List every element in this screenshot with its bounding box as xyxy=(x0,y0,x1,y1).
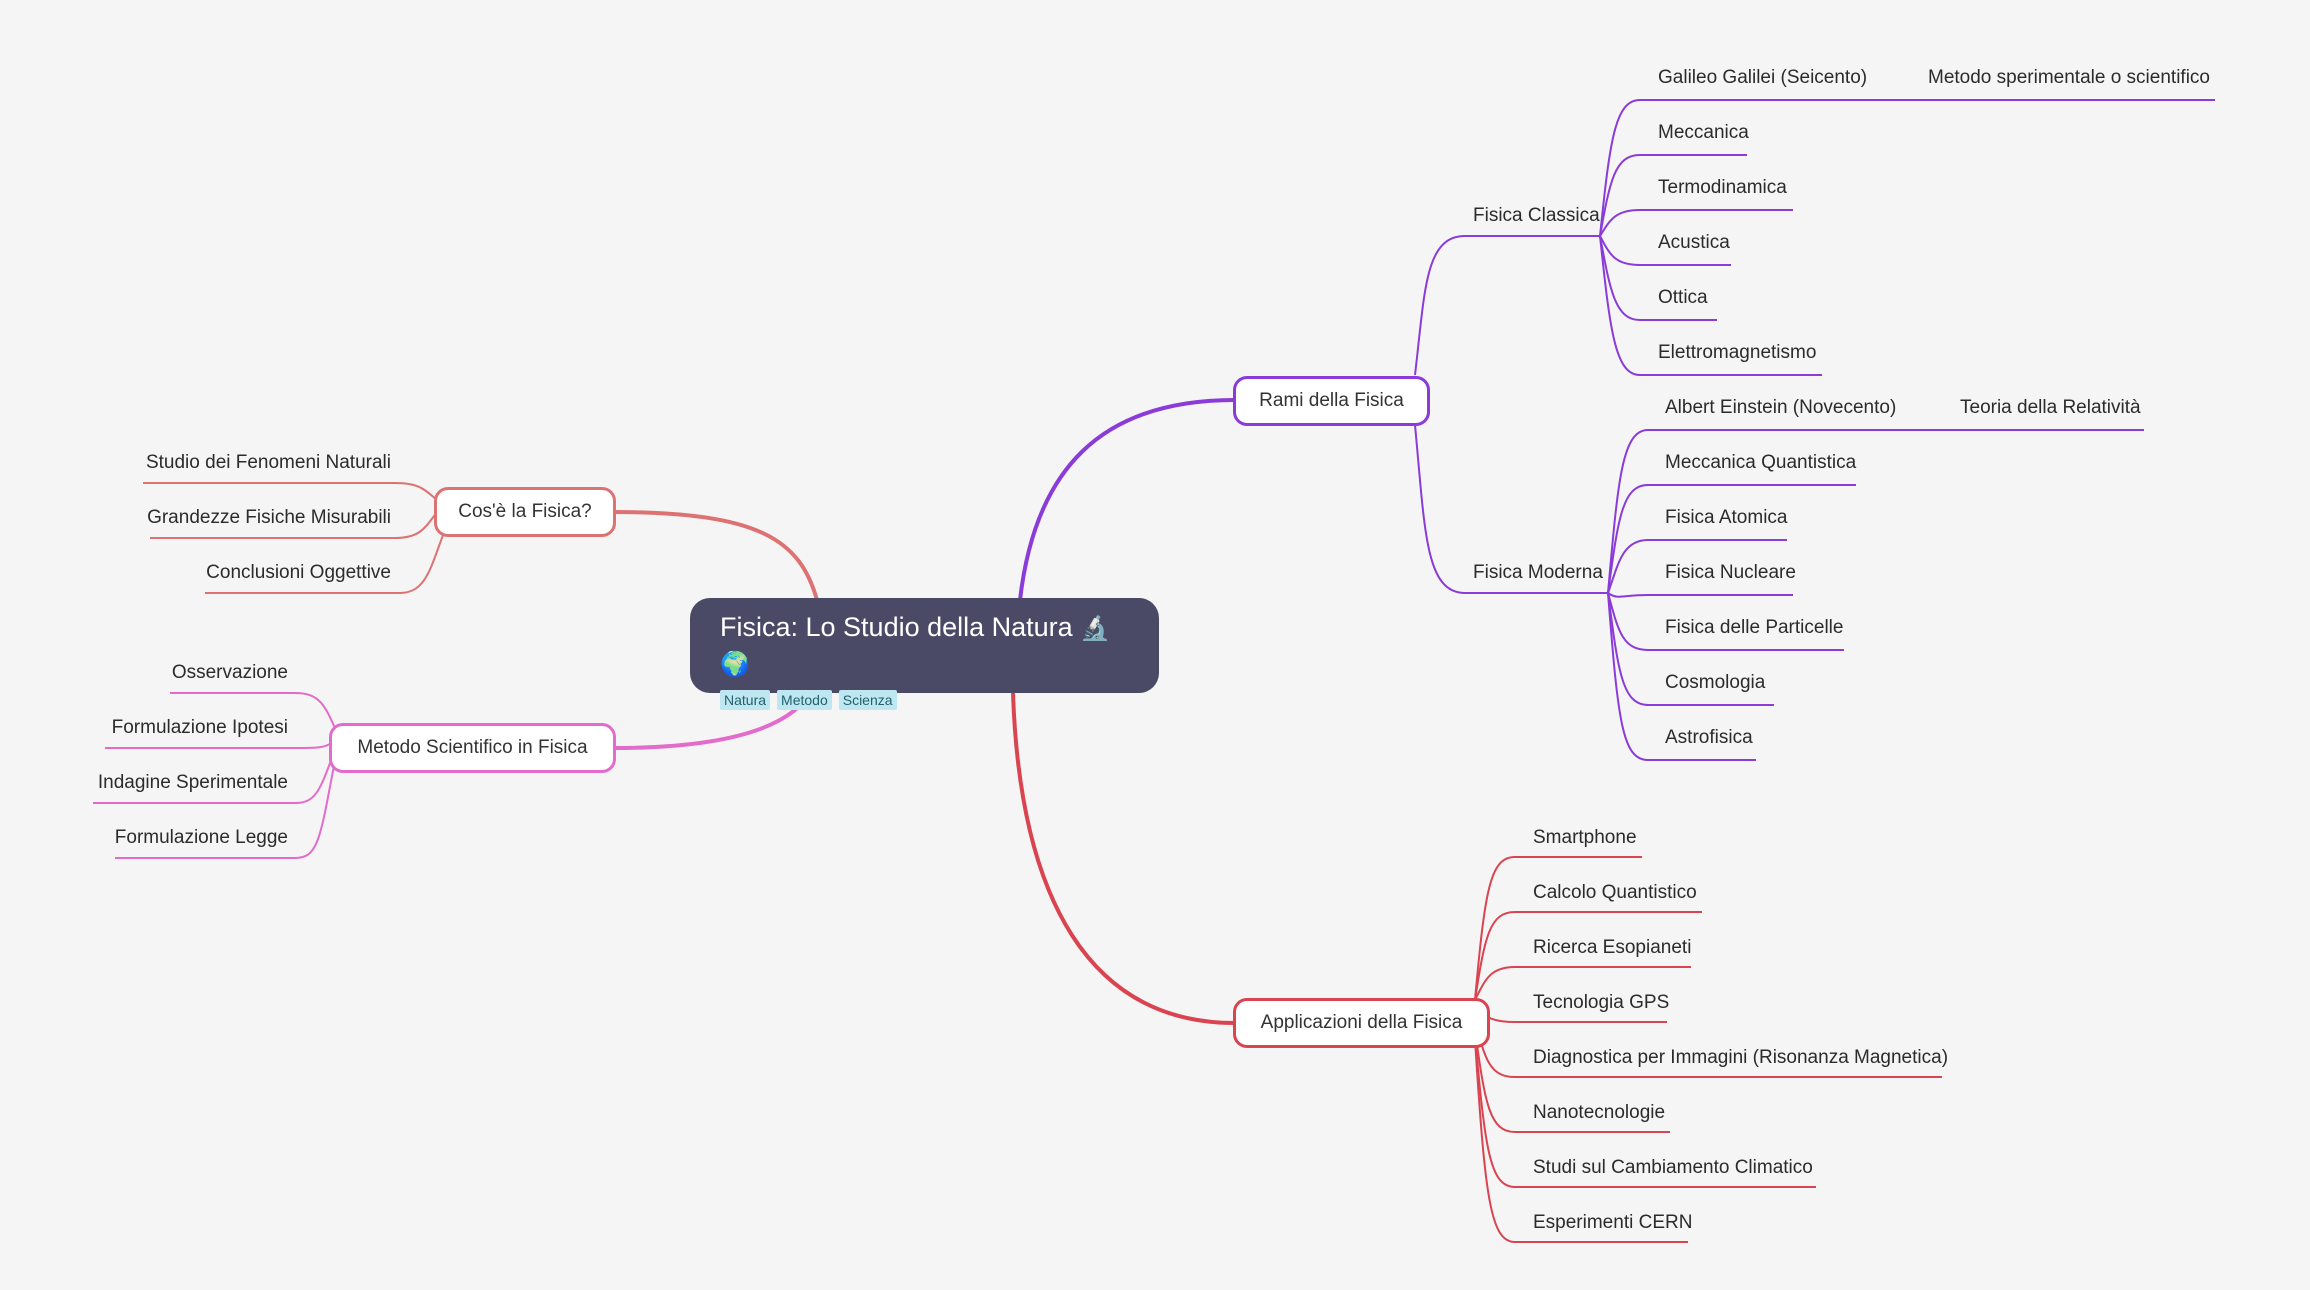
connector-moderna-6 xyxy=(1607,592,1756,761)
branch-metodo-scientifico[interactable]: Metodo Scientifico in Fisica xyxy=(329,723,616,773)
node-meccanica[interactable]: Meccanica xyxy=(1658,122,1749,143)
connector-metodo-1 xyxy=(105,741,334,749)
connector-cose-1 xyxy=(150,511,438,539)
node-ricerca-esopianeti[interactable]: Ricerca Esopianeti xyxy=(1533,937,1692,958)
connector-app-0 xyxy=(1474,856,1642,1001)
node-albert-einstein[interactable]: Albert Einstein (Novecento) xyxy=(1665,397,1897,418)
tag-scienza[interactable]: Scienza xyxy=(838,690,897,710)
node-studio-fenomeni[interactable]: Studio dei Fenomeni Naturali xyxy=(145,452,391,473)
connector-cose-2 xyxy=(205,534,444,594)
node-astrofisica[interactable]: Astrofisica xyxy=(1665,727,1753,748)
branch-applicazioni-della-fisica[interactable]: Applicazioni della Fisica xyxy=(1233,998,1490,1048)
node-acustica[interactable]: Acustica xyxy=(1658,232,1730,253)
central-topic-title: Fisica: Lo Studio della Natura 🔬🌍 xyxy=(720,612,1111,678)
connector-app-7 xyxy=(1474,1039,1688,1243)
connector-moderna-4 xyxy=(1607,592,1844,651)
node-teoria-relativita[interactable]: Teoria della Relatività xyxy=(1960,397,2141,418)
tag-metodo[interactable]: Metodo xyxy=(777,690,832,710)
node-cosmologia[interactable]: Cosmologia xyxy=(1665,672,1766,693)
connector-moderna-3 xyxy=(1607,592,1793,598)
node-fisica-atomica[interactable]: Fisica Atomica xyxy=(1665,507,1788,528)
connector-classica-2 xyxy=(1599,209,1793,237)
connector-app-6 xyxy=(1474,1034,1816,1188)
connector-rami-classica xyxy=(1414,235,1600,376)
connector-moderna-0 xyxy=(1607,429,1897,594)
connector-root-rami xyxy=(1018,398,1236,601)
node-fisica-classica[interactable]: Fisica Classica xyxy=(1473,205,1600,226)
connector-moderna-1 xyxy=(1607,484,1856,594)
node-formulazione-ipotesi[interactable]: Formulazione Ipotesi xyxy=(111,717,288,738)
connector-classica-5 xyxy=(1599,235,1822,376)
node-meccanica-quantistica[interactable]: Meccanica Quantistica xyxy=(1665,452,1857,473)
topic-tags: Natura Metodo Scienza xyxy=(720,690,1129,710)
node-fisica-nucleare[interactable]: Fisica Nucleare xyxy=(1665,562,1796,583)
connector-classica-0 xyxy=(1599,99,1862,237)
node-ottica[interactable]: Ottica xyxy=(1658,287,1708,308)
node-cambiamento-climatico[interactable]: Studi sul Cambiamento Climatico xyxy=(1533,1157,1813,1178)
node-smartphone[interactable]: Smartphone xyxy=(1533,827,1637,848)
node-fisica-particelle[interactable]: Fisica delle Particelle xyxy=(1665,617,1844,638)
node-tecnologia-gps[interactable]: Tecnologia GPS xyxy=(1533,992,1670,1013)
branch-cose-la-fisica[interactable]: Cos'è la Fisica? xyxy=(434,487,616,537)
connector-classica-3 xyxy=(1599,235,1731,266)
node-osservazione[interactable]: Osservazione xyxy=(171,662,288,683)
connector-root-applicazioni xyxy=(1011,692,1236,1025)
tag-natura[interactable]: Natura xyxy=(720,690,771,710)
microscope-globe-emoji: 🔬🌍 xyxy=(720,615,1111,678)
connector-moderna-2 xyxy=(1607,539,1787,594)
connector-cose-0 xyxy=(143,482,438,501)
node-elettromagnetismo[interactable]: Elettromagnetismo xyxy=(1658,342,1817,363)
node-calcolo-quantistico[interactable]: Calcolo Quantistico xyxy=(1533,882,1697,903)
node-fisica-moderna[interactable]: Fisica Moderna xyxy=(1473,562,1603,583)
node-formulazione-legge[interactable]: Formulazione Legge xyxy=(114,827,288,848)
node-conclusioni-oggettive[interactable]: Conclusioni Oggettive xyxy=(206,562,391,583)
node-nanotecnologie[interactable]: Nanotecnologie xyxy=(1533,1102,1666,1123)
connector-moderna-5 xyxy=(1607,592,1774,706)
connector-root-cose xyxy=(612,510,819,601)
connector-metodo-2 xyxy=(93,754,334,804)
branch-rami-della-fisica[interactable]: Rami della Fisica xyxy=(1233,376,1430,426)
connector-classica-4 xyxy=(1599,235,1717,321)
connector-classica-1 xyxy=(1599,154,1747,237)
node-grandezze-fisiche[interactable]: Grandezze Fisiche Misurabili xyxy=(147,507,391,528)
connector-app-5 xyxy=(1474,1029,1670,1133)
connector-app-1 xyxy=(1474,911,1702,1001)
node-diagnostica-immagini[interactable]: Diagnostica per Immagini (Risonanza Magn… xyxy=(1533,1047,1949,1068)
node-metodo-sperimentale[interactable]: Metodo sperimentale o scientifico xyxy=(1928,67,2210,88)
node-indagine-sperimentale[interactable]: Indagine Sperimentale xyxy=(97,772,288,793)
connector-rami-moderna xyxy=(1414,424,1608,594)
connector-metodo-3 xyxy=(115,759,336,859)
node-galileo-galilei[interactable]: Galileo Galilei (Seicento) xyxy=(1658,67,1868,88)
central-topic[interactable]: Fisica: Lo Studio della Natura 🔬🌍 Natura… xyxy=(690,598,1159,710)
node-esperimenti-cern[interactable]: Esperimenti CERN xyxy=(1533,1212,1693,1233)
connector-app-2 xyxy=(1474,966,1691,1001)
node-termodinamica[interactable]: Termodinamica xyxy=(1658,177,1787,198)
